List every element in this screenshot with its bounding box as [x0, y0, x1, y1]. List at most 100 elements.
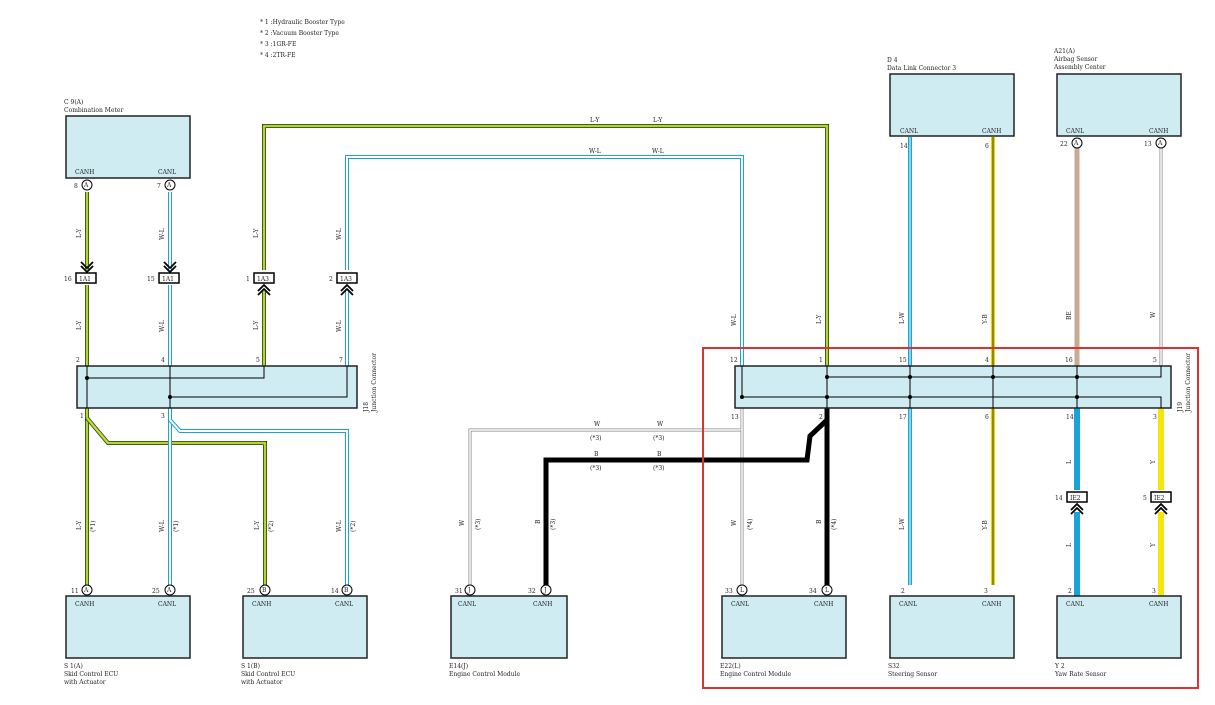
pin-num: 3 [161, 413, 165, 420]
junction-name: Junction Connector [1185, 353, 1192, 413]
wire-note: (*1) [90, 521, 97, 533]
wire-label: L-Y [76, 520, 83, 530]
pin-num: 22 [1060, 141, 1068, 148]
junction-box [734, 365, 1172, 409]
junction-code: J18 [363, 402, 370, 413]
pin-num: 14 [900, 143, 908, 150]
wire-label: L-Y [253, 320, 260, 330]
inline-connector-ie2-14: IE2 14 [1055, 491, 1088, 515]
pin-num: 14 [1066, 414, 1074, 421]
pin-label: CANL [899, 601, 917, 608]
pin-label: CANH [533, 601, 552, 608]
pin-label: CANL [335, 601, 353, 608]
pin-label: CANH [982, 601, 1001, 608]
wire-note: (*4) [831, 519, 838, 531]
wire-label: L-Y [653, 117, 663, 124]
junction-name: Junction Connector [371, 353, 378, 413]
component-box [889, 595, 1015, 659]
pin-num: 5 [256, 357, 260, 364]
pin-mark: J [467, 587, 471, 594]
pin-num: 14 [331, 588, 339, 595]
component-code: C 9(A) [64, 99, 83, 106]
junction-box [76, 365, 358, 409]
wire-label: W-L [336, 320, 343, 332]
connector-code: IE2 [1154, 495, 1165, 502]
note-1: * 1 :Hydraulic Booster Type [260, 19, 345, 26]
pin-mark: A [166, 182, 172, 189]
wire-label: B [657, 451, 662, 458]
pin-num: 13 [731, 414, 739, 421]
wire-label: W [657, 421, 664, 428]
component-skid-control-a: CANH CANL S 1(A) Skid Control ECU with A… [64, 595, 191, 686]
wire-label: L-W [899, 517, 906, 530]
connector-code: 1A3 [340, 276, 352, 283]
component-combination-meter: C 9(A) Combination Meter CANH CANL [64, 99, 191, 179]
component-box [721, 595, 847, 659]
note-2: * 2 :Vacuum Booster Type [260, 30, 339, 37]
wire-label: L-Y [590, 117, 600, 124]
pin-label: CANL [458, 601, 476, 608]
wire-note: (*3) [653, 465, 665, 472]
component-box [65, 595, 191, 659]
component-box [65, 115, 191, 179]
pin-label: CANH [75, 169, 94, 176]
pin-num: 33 [725, 588, 733, 595]
component-skid-control-b: CANH CANL S 1(B) Skid Control ECU with A… [241, 595, 368, 686]
note-3: * 3 :1GR-FE [260, 41, 296, 48]
component-code: Y 2 [1054, 663, 1065, 670]
wire-wl [168, 155, 744, 585]
wire-label: W-L [159, 228, 166, 240]
pin-num: 34 [809, 588, 817, 595]
junction-j18: 2 4 5 7 1 3 J18 Junction Connector [76, 353, 378, 420]
pin-num: 15 [899, 357, 907, 364]
wire-b [543, 408, 830, 585]
wire-note: (*4) [747, 519, 754, 531]
pin-num: 31 [455, 588, 463, 595]
inline-connector-1a3-1: 1A3 1 [246, 272, 275, 296]
wire-label: W [459, 519, 466, 526]
pin-mark: A [166, 587, 172, 594]
pin-mark: A [1073, 140, 1079, 147]
component-data-link-connector: D 4 Data Link Connector 3 CANL CANH [887, 57, 1015, 137]
pin-num: 4 [985, 357, 989, 364]
pin-num: 4 [161, 357, 165, 364]
wire-note: (*3) [550, 519, 557, 531]
pin-mark: B [344, 587, 349, 594]
connector-pin: 1 [246, 276, 250, 283]
connector-code: 1A3 [257, 276, 269, 283]
pin-num: 17 [899, 414, 907, 421]
pin-markers: A 8 A 7 14 6 A 22 A 13 A 11 A 25 B 25 B … [71, 137, 1167, 596]
wire-label: L [1066, 460, 1073, 464]
pin-num: 32 [528, 588, 536, 595]
component-box [1056, 73, 1182, 137]
component-steering-sensor: CANL CANH S32 Steering Sensor [888, 595, 1015, 678]
wire-label: W-L [731, 314, 738, 326]
component-code: D 4 [887, 57, 898, 64]
wire-note: (*1) [173, 521, 180, 533]
wire-w [468, 148, 1163, 585]
component-code: E14(J) [449, 663, 468, 670]
wire-label: W [1150, 311, 1157, 318]
component-box [450, 595, 568, 659]
component-name: Airbag Sensor [1053, 56, 1098, 63]
pin-num: 2 [819, 414, 823, 421]
component-code: E22(L) [720, 663, 741, 670]
component-yaw-rate-sensor: CANL CANH Y 2 Yaw Rate Sensor [1054, 595, 1182, 678]
pin-mark: A [1157, 140, 1163, 147]
component-name: Skid Control ECU [64, 671, 118, 678]
component-name: Yaw Rate Sensor [1054, 671, 1106, 678]
pin-label: CANL [1066, 128, 1084, 135]
pin-num: 25 [247, 588, 255, 595]
pin-label: CANL [1066, 601, 1084, 608]
notes: * 1 :Hydraulic Booster Type * 2 :Vacuum … [260, 19, 345, 59]
pin-label: CANH [1149, 128, 1168, 135]
component-code: S 1(B) [241, 663, 260, 670]
highlight-box [702, 347, 1199, 689]
pin-num: 12 [730, 357, 738, 364]
inline-connector-1a1-16: 1A1 16 [64, 261, 97, 284]
wire-label: W [594, 421, 601, 428]
pin-mark: A [83, 587, 89, 594]
pin-num: 2 [901, 588, 905, 595]
component-name: Engine Control Module [449, 671, 520, 678]
